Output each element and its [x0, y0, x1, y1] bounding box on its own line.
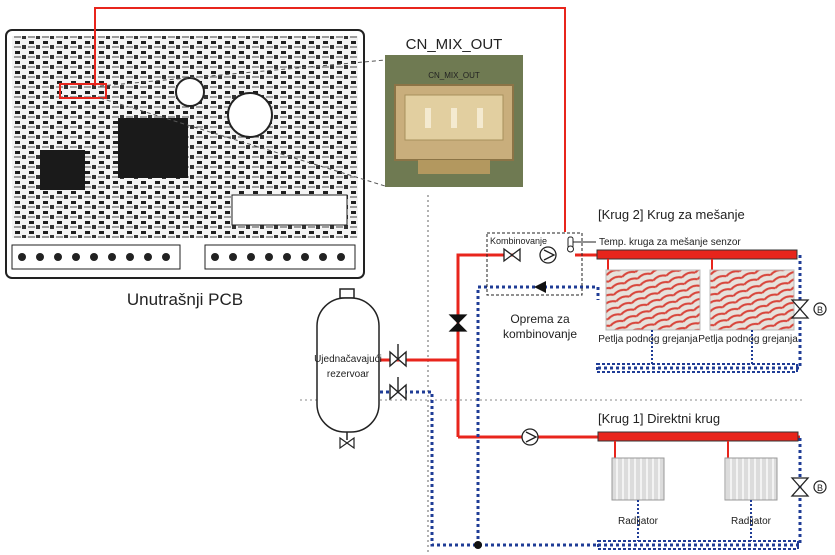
tank-label-line2: rezervoar [327, 369, 370, 380]
tank-label-line1: Ujednačavajući [314, 354, 382, 365]
circuit1-supply-header [597, 431, 799, 442]
floor-loop-2 [709, 259, 795, 364]
connector-photo-text: CN_MIX_OUT [428, 71, 480, 80]
indoor-pcb [5, 29, 365, 279]
radiator-2 [724, 441, 778, 541]
zoom-line [99, 59, 386, 87]
bypass-valve-label: B [817, 483, 823, 493]
floor-loop-label-1: Petlja podnog grejanja [598, 334, 698, 345]
bypass-valve-label: B [817, 305, 823, 315]
floor-loop-label-2: Petlja podnog grejanja [698, 334, 798, 345]
signal-wire [94, 7, 566, 232]
kit-caption-line2: kombinovanje [503, 327, 577, 341]
circuit1-return-header [597, 540, 799, 550]
connector-highlight [59, 83, 107, 99]
valve-icon [448, 314, 468, 332]
temperature-sensor-icon [567, 236, 574, 253]
pump-icon [521, 428, 539, 446]
bypass-valve-badge [813, 302, 827, 316]
circuit2-return-header [596, 363, 798, 373]
circuit2-title: [Krug 2] Krug za mešanje [598, 207, 745, 222]
circuit2-supply-header [596, 249, 798, 260]
radiator-label-1: Radijator [618, 516, 659, 527]
bypass-valve-badge [813, 480, 827, 494]
mixing-kit-box [486, 232, 583, 296]
bypass-valve-icon [790, 299, 810, 319]
pcb-label: Unutrašnji PCB [127, 290, 243, 309]
radiator-label-2: Radijator [731, 516, 772, 527]
mixing-valve-icon [503, 247, 521, 263]
kit-label: Kombinovanje [490, 236, 547, 246]
circuit1-title: [Krug 1] Direktni krug [598, 411, 720, 426]
radiator-1 [611, 441, 665, 541]
connector-photo: CN_MIX_OUT [385, 55, 523, 187]
connector-label: CN_MIX_OUT [406, 36, 503, 53]
pump-icon [539, 246, 557, 264]
return-junction [474, 541, 482, 549]
kit-caption-line1: Oprema za [510, 312, 570, 326]
floor-loop-1 [605, 259, 701, 364]
sensor-label: Temp. kruga za mešanje senzor [599, 237, 741, 248]
zoom-line [99, 97, 386, 187]
check-valve-icon [534, 281, 546, 293]
bypass-valve-icon [790, 477, 810, 497]
buffer-tank [316, 288, 380, 450]
